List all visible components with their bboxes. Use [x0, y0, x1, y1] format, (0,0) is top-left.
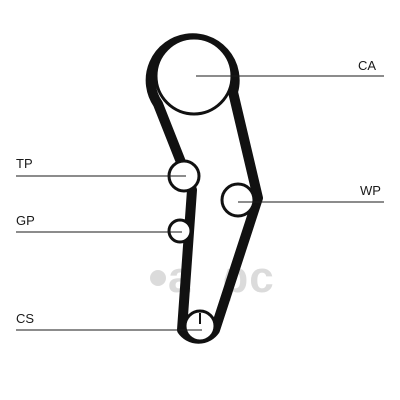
tp-label: TP: [16, 156, 33, 171]
cs-label: CS: [16, 311, 34, 326]
water-pump-pulley: [220, 182, 256, 218]
guide-pulley: [167, 218, 193, 244]
wp-label: WP: [360, 183, 381, 198]
crankshaft-pulley: [183, 309, 217, 343]
timing-belt-inner: [158, 44, 251, 330]
ca-label: CA: [358, 58, 376, 73]
watermark-dot-icon: [150, 270, 166, 286]
gp-label: GP: [16, 213, 35, 228]
